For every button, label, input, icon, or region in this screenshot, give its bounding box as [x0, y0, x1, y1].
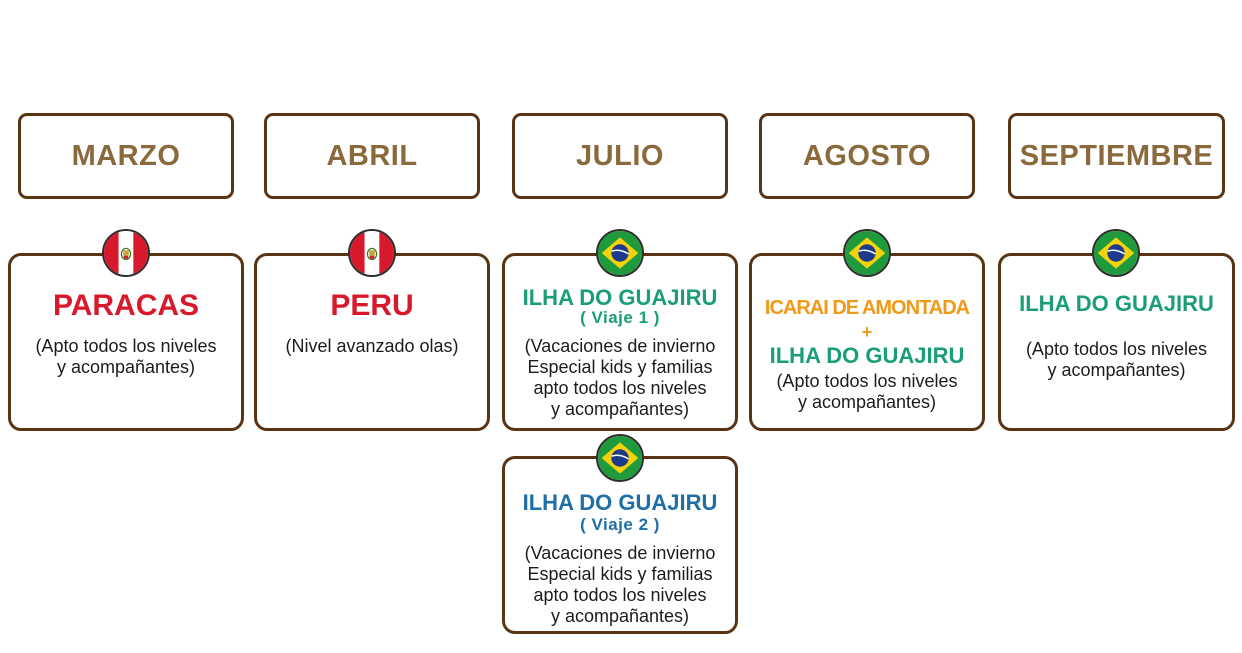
month-header-abril: ABRIL — [264, 113, 480, 199]
month-header-agosto: AGOSTO — [759, 113, 975, 199]
destination-title: ILHA DO GUAJIRU — [522, 285, 718, 310]
trip-description: (Apto todos los niveles y acompañantes) — [776, 371, 958, 413]
destination-title: PERU — [330, 289, 414, 322]
brazil-flag-icon — [1092, 229, 1140, 277]
brazil-flag-icon — [843, 229, 891, 277]
trip-card-agosto: ICARAI DE AMONTADA + ILHA DO GUAJIRU (Ap… — [749, 253, 985, 431]
trip-card-marzo: PARACAS (Apto todos los niveles y acompa… — [8, 253, 244, 431]
trip-card-abril: PERU (Nivel avanzado olas) — [254, 253, 490, 431]
destination-title: PARACAS — [52, 289, 200, 322]
destination-title: ILHA DO GUAJIRU — [1019, 291, 1214, 316]
trip-description: (Apto todos los niveles y acompañantes) — [35, 335, 217, 377]
destination-title: ICARAI DE AMONTADA — [764, 297, 970, 319]
trip-card-julio-viaje-1: ILHA DO GUAJIRU ( Viaje 1 ) (Vacaciones … — [502, 253, 738, 431]
month-header-septiembre: SEPTIEMBRE — [1008, 113, 1225, 199]
destination-title: ILHA DO GUAJIRU — [522, 490, 718, 515]
trip-subtitle: ( Viaje 1 ) — [580, 308, 660, 328]
brazil-flag-icon — [596, 229, 644, 277]
month-header-julio: JULIO — [512, 113, 728, 199]
trip-card-septiembre: ILHA DO GUAJIRU (Apto todos los niveles … — [998, 253, 1235, 431]
trip-description: (Vacaciones de invierno Especial kids y … — [524, 542, 716, 626]
plus-sign: + — [861, 322, 873, 342]
trip-card-julio-viaje-2: ILHA DO GUAJIRU ( Viaje 2 ) (Vacaciones … — [502, 456, 738, 634]
brazil-flag-icon — [596, 434, 644, 482]
trip-subtitle: ( Viaje 2 ) — [580, 515, 660, 535]
trip-description: (Apto todos los niveles y acompañantes) — [1025, 339, 1208, 381]
month-header-marzo: MARZO — [18, 113, 234, 199]
trip-description: (Nivel avanzado olas) — [285, 335, 459, 356]
peru-flag-icon — [348, 229, 396, 277]
trip-description: (Vacaciones de invierno Especial kids y … — [524, 335, 716, 419]
peru-flag-icon — [102, 229, 150, 277]
destination-title: ILHA DO GUAJIRU — [769, 343, 965, 368]
